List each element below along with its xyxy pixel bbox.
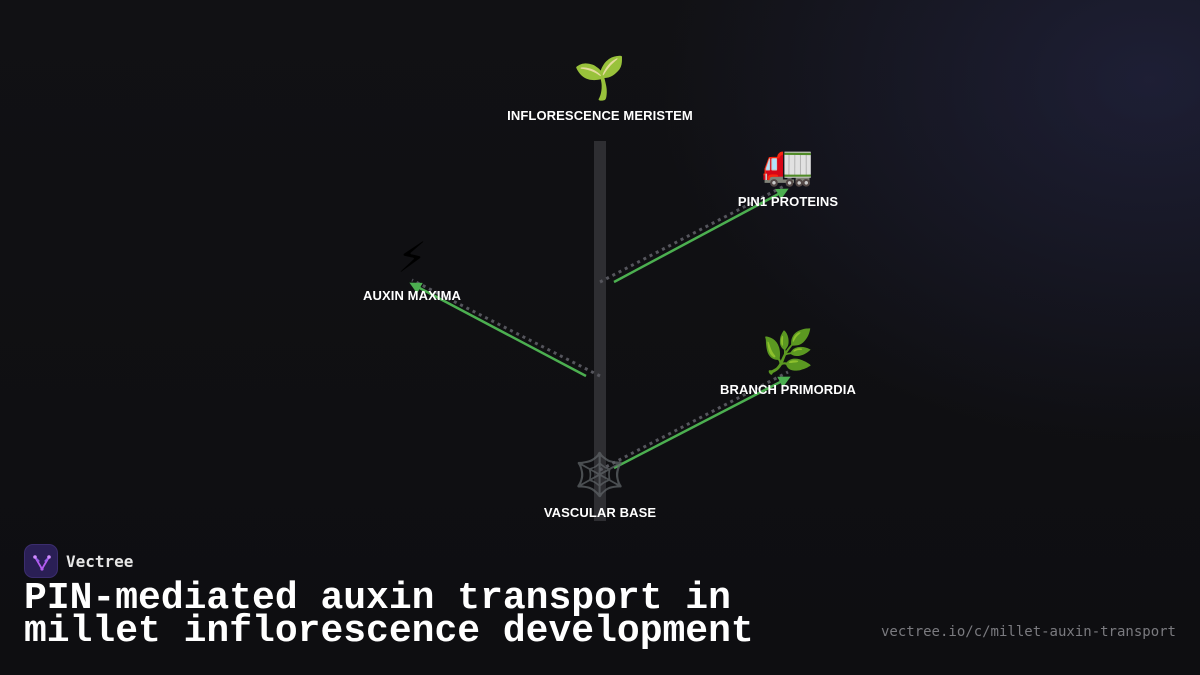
dotted-connector-pin1	[599, 182, 789, 284]
node-inflorescence-meristem: 🌱 INFLORESCENCE MERISTEM	[507, 53, 693, 124]
node-branch-primordia: 🌿 BRANCH PRIMORDIA	[720, 327, 856, 398]
node-pin1-proteins: 🚛 PIN1 PROTEINS	[737, 139, 839, 210]
node-label: AUXIN MAXIMA	[363, 288, 461, 303]
arrow-to-auxin	[409, 282, 587, 378]
vectree-logo-icon	[24, 544, 58, 578]
node-label: BRANCH PRIMORDIA	[720, 382, 856, 397]
arrow-to-branch	[613, 376, 791, 470]
node-auxin-maxima: ⚡ AUXIN MAXIMA	[363, 233, 461, 304]
central-stem	[594, 141, 606, 521]
truck-icon: 🚛	[761, 139, 815, 188]
dotted-connector-auxin	[411, 278, 601, 378]
lightning-icon: ⚡	[397, 233, 427, 282]
arrow-to-pin1	[613, 188, 789, 284]
node-label: INFLORESCENCE MERISTEM	[507, 108, 693, 123]
node-vascular-base: 🕸️ VASCULAR BASE	[543, 450, 657, 521]
node-label: VASCULAR BASE	[543, 505, 657, 520]
dotted-connector-branch	[599, 370, 789, 472]
page-title: PIN-mediated auxin transport in millet i…	[24, 577, 754, 653]
herb-icon: 🌿	[761, 327, 815, 376]
seedling-icon: 🌱	[573, 53, 627, 102]
brand: Vectree	[24, 544, 133, 578]
brand-name: Vectree	[66, 551, 134, 571]
web-icon: 🕸️	[573, 450, 627, 499]
node-label: PIN1 PROTEINS	[737, 194, 839, 209]
source-url: vectree.io/c/millet-auxin-transport	[880, 624, 1176, 640]
